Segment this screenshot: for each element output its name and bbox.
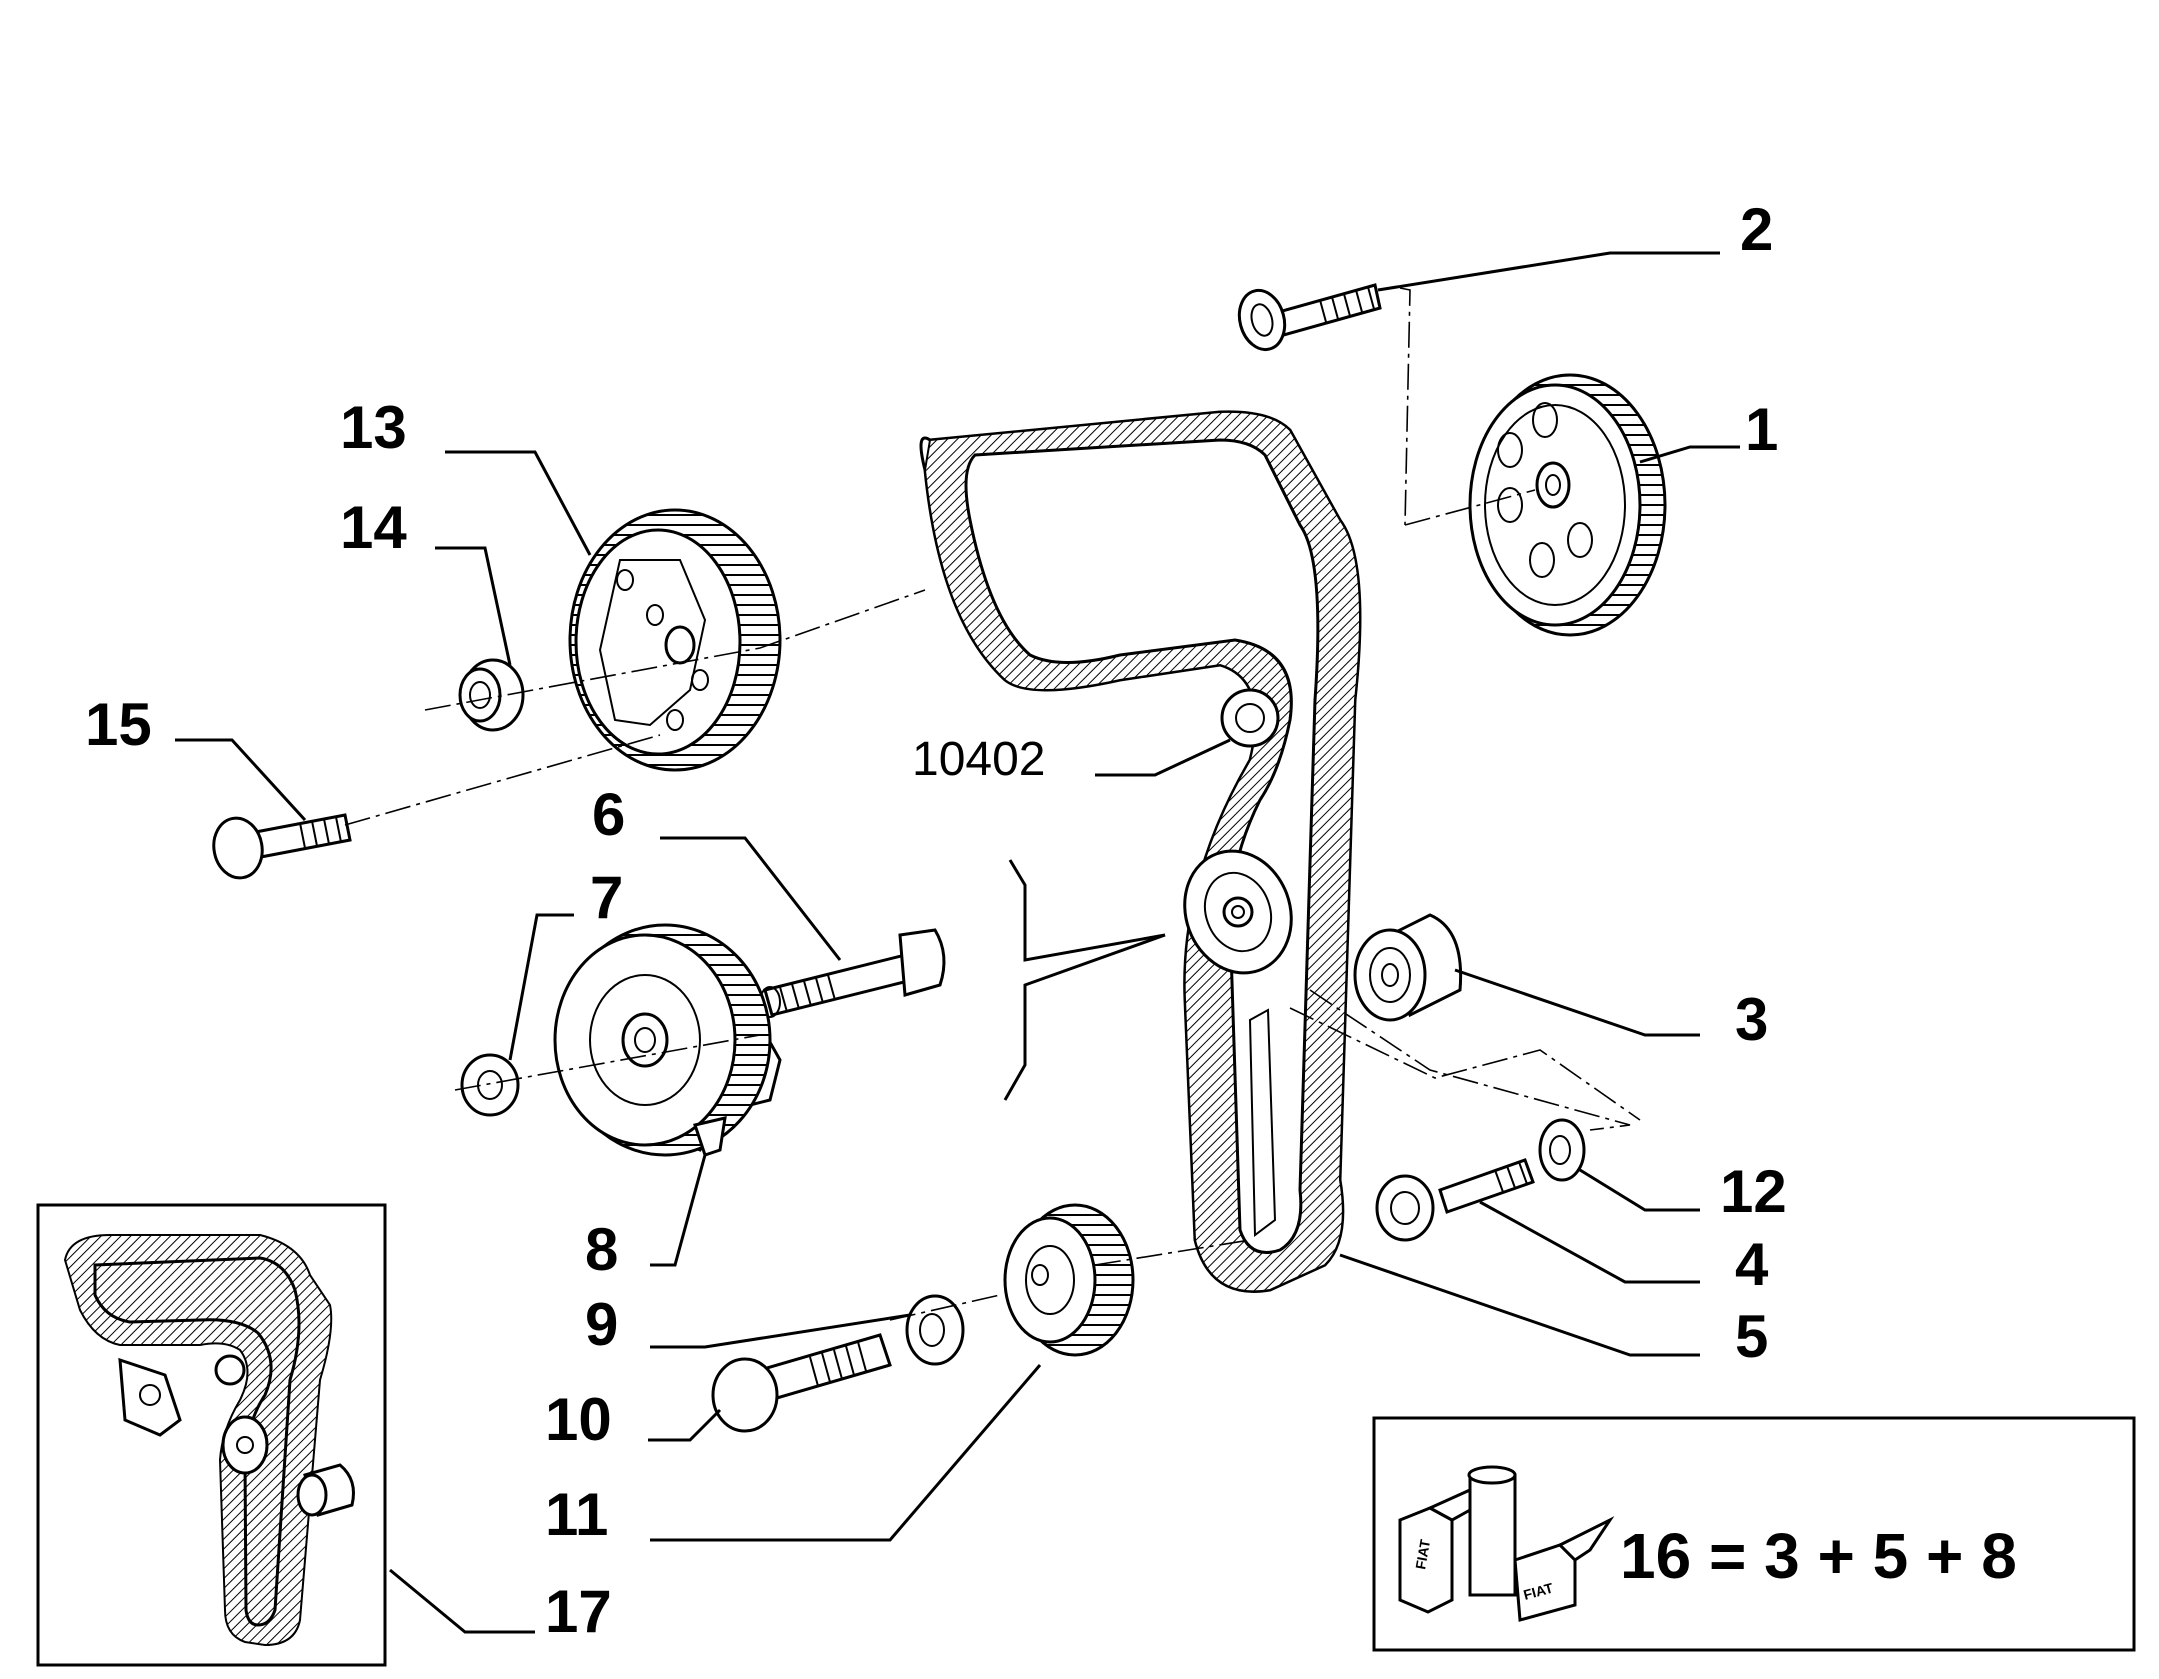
- callout-7: 7: [590, 864, 623, 931]
- callout-12: 12: [1720, 1158, 1787, 1225]
- kit-logo-text-right: FIAT: [1522, 1580, 1556, 1603]
- callout-11: 11: [545, 1481, 608, 1548]
- camshaft-pulley: [1468, 373, 1667, 637]
- callout-4: 4: [1735, 1231, 1769, 1298]
- tensioner-nut: [460, 1053, 520, 1117]
- callout-9: 9: [585, 1291, 618, 1358]
- callout-15: 15: [85, 691, 152, 758]
- injection-pump-gear: [568, 508, 782, 772]
- belt-tensioner: [553, 923, 782, 1157]
- crankshaft-gear: [1003, 1203, 1135, 1357]
- callout-14: 14: [340, 494, 407, 561]
- callout-1: 1: [1745, 396, 1778, 463]
- callout-5: 5: [1735, 1303, 1768, 1370]
- camshaft-pulley-bolt: [1237, 283, 1382, 352]
- kit-formula-text: 16 = 3 + 5 + 8: [1620, 1520, 2017, 1592]
- belt-tensioner-pulley: [1183, 849, 1293, 975]
- inset-belt-kit-box: [36, 1203, 535, 1667]
- callout-10: 10: [545, 1386, 612, 1453]
- callout-2: 2: [1740, 196, 1773, 263]
- callout-leader-lines: [175, 251, 1740, 1542]
- callout-13: 13: [340, 394, 407, 461]
- tensioner-bolt: [759, 928, 946, 1018]
- idler-roller: [1353, 913, 1463, 1022]
- idler-pulley-10402: [1220, 688, 1280, 748]
- crankshaft-washer: [905, 1294, 965, 1366]
- callout-8: 8: [585, 1216, 618, 1283]
- gear-bolt: [212, 813, 352, 880]
- roller-bolt: [1375, 1158, 1535, 1242]
- kit-parts-logo-icon: FIAT FIAT: [1398, 1465, 1615, 1622]
- assembly-axis-lines: [344, 287, 1641, 1321]
- callout-17: 17: [545, 1578, 612, 1645]
- callout-6: 6: [592, 781, 625, 848]
- crankshaft-bolt: [711, 1333, 892, 1433]
- timing-belt: [919, 410, 1362, 1293]
- reference-number-label: 10402: [912, 733, 1045, 786]
- roller-washer: [1538, 1118, 1586, 1182]
- gear-nut: [458, 658, 525, 732]
- kit-logo-text-left: FIAT: [1412, 1538, 1433, 1571]
- kit-formula-box: FIAT FIAT 16 = 3 + 5 + 8: [1372, 1416, 2136, 1652]
- callout-labels: 2 1 3 12 4 5 13 14 15 6 7 8 9 10 11 17 1…: [85, 196, 1787, 1645]
- callout-3: 3: [1735, 986, 1768, 1053]
